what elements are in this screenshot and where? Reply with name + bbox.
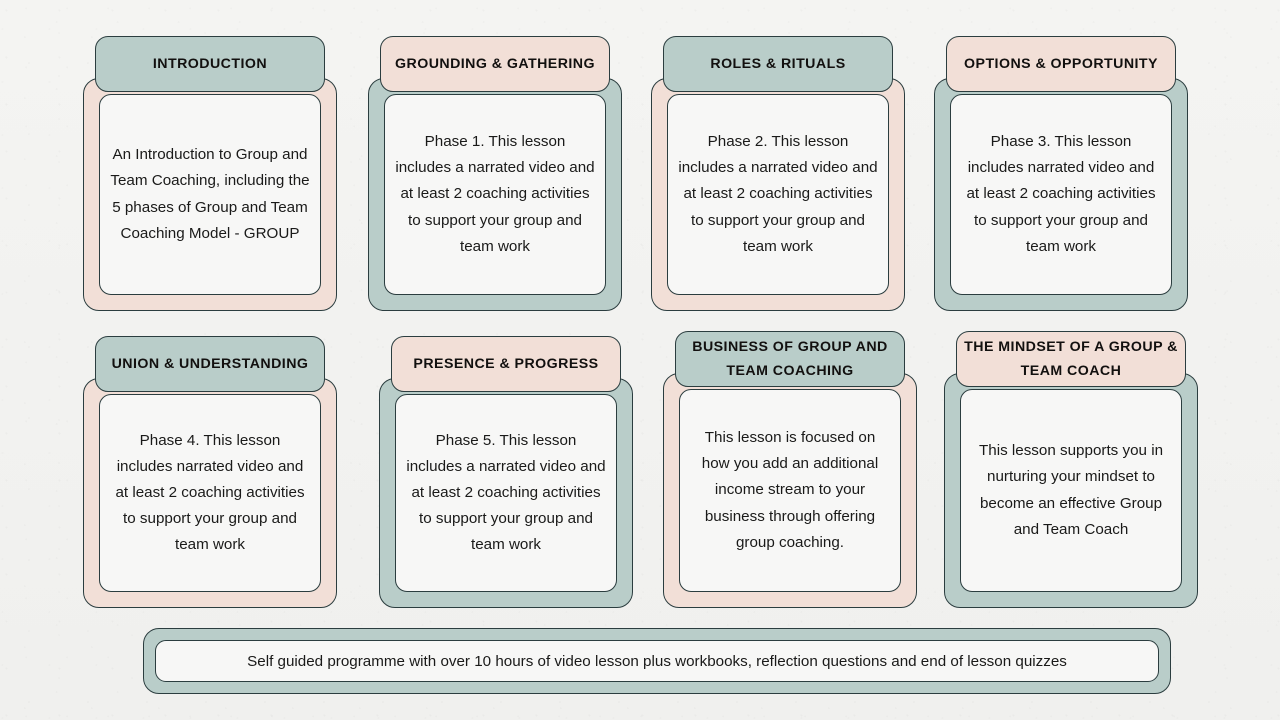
card-body-text: Phase 2. This lesson includes a narrated…	[678, 133, 878, 255]
module-card-presence-progress[interactable]: Phase 5. This lesson includes a narrated…	[379, 336, 633, 608]
card-header-tab[interactable]: BUSINESS OF GROUP AND TEAM COACHING	[675, 331, 905, 387]
card-body-text: An Introduction to Group and Team Coachi…	[110, 146, 310, 242]
card-header-tab[interactable]: ROLES & RITUALS	[663, 36, 893, 92]
module-card-introduction[interactable]: An Introduction to Group and Team Coachi…	[83, 36, 337, 311]
card-header-tab[interactable]: PRESENCE & PROGRESS	[391, 336, 621, 392]
card-header-tab[interactable]: OPTIONS & OPPORTUNITY	[946, 36, 1176, 92]
module-card-business-of-group-and-team-coaching[interactable]: This lesson is focused on how you add an…	[663, 331, 917, 608]
card-header-title: PRESENCE & PROGRESS	[413, 355, 599, 372]
module-card-roles-rituals[interactable]: Phase 2. This lesson includes a narrated…	[651, 36, 905, 311]
card-body-panel: Phase 1. This lesson includes a narrated…	[384, 94, 606, 295]
module-card-options-opportunity[interactable]: Phase 3. This lesson includes narrated v…	[934, 36, 1188, 311]
card-body-text: Phase 1. This lesson includes a narrated…	[395, 133, 595, 255]
card-body-text: This lesson is focused on how you add an…	[701, 429, 879, 551]
card-header-title: INTRODUCTION	[152, 55, 268, 72]
card-body-text: Phase 4. This lesson includes narrated v…	[115, 431, 305, 554]
programme-summary-panel: Self guided programme with over 10 hours…	[155, 640, 1159, 682]
card-body-text: This lesson supports you in nurturing yo…	[978, 442, 1164, 538]
module-card-mindset-of-a-group-and-team-coach[interactable]: This lesson supports you in nurturing yo…	[944, 331, 1198, 608]
card-header-tab[interactable]: THE MINDSET OF A GROUP & TEAM COACH	[956, 331, 1186, 387]
card-header-tab[interactable]: INTRODUCTION	[95, 36, 325, 92]
card-header-title: BUSINESS OF GROUP AND TEAM COACHING	[692, 338, 888, 379]
card-body-panel: An Introduction to Group and Team Coachi…	[99, 94, 321, 295]
card-header-tab[interactable]: UNION & UNDERSTANDING	[95, 336, 325, 392]
module-card-grounding-gathering[interactable]: Phase 1. This lesson includes a narrated…	[368, 36, 622, 311]
programme-summary-banner: Self guided programme with over 10 hours…	[143, 628, 1171, 694]
module-card-union-understanding[interactable]: Phase 4. This lesson includes narrated v…	[83, 336, 337, 608]
card-body-panel: Phase 5. This lesson includes a narrated…	[395, 394, 617, 592]
card-header-title: OPTIONS & OPPORTUNITY	[964, 55, 1158, 72]
card-body-panel: Phase 2. This lesson includes a narrated…	[667, 94, 889, 295]
card-header-title: GROUNDING & GATHERING	[395, 55, 595, 72]
card-body-panel: This lesson supports you in nurturing yo…	[960, 389, 1182, 592]
card-body-panel: Phase 3. This lesson includes narrated v…	[950, 94, 1172, 295]
card-header-title: THE MINDSET OF A GROUP & TEAM COACH	[964, 338, 1178, 379]
card-body-text: Phase 3. This lesson includes narrated v…	[966, 133, 1156, 255]
programme-summary-text: Self guided programme with over 10 hours…	[247, 652, 1067, 670]
card-body-text: Phase 5. This lesson includes a narrated…	[406, 431, 606, 554]
card-body-panel: This lesson is focused on how you add an…	[679, 389, 901, 592]
card-header-title: UNION & UNDERSTANDING	[111, 355, 309, 372]
card-header-title: ROLES & RITUALS	[710, 55, 846, 72]
card-header-tab[interactable]: GROUNDING & GATHERING	[380, 36, 610, 92]
card-body-panel: Phase 4. This lesson includes narrated v…	[99, 394, 321, 592]
